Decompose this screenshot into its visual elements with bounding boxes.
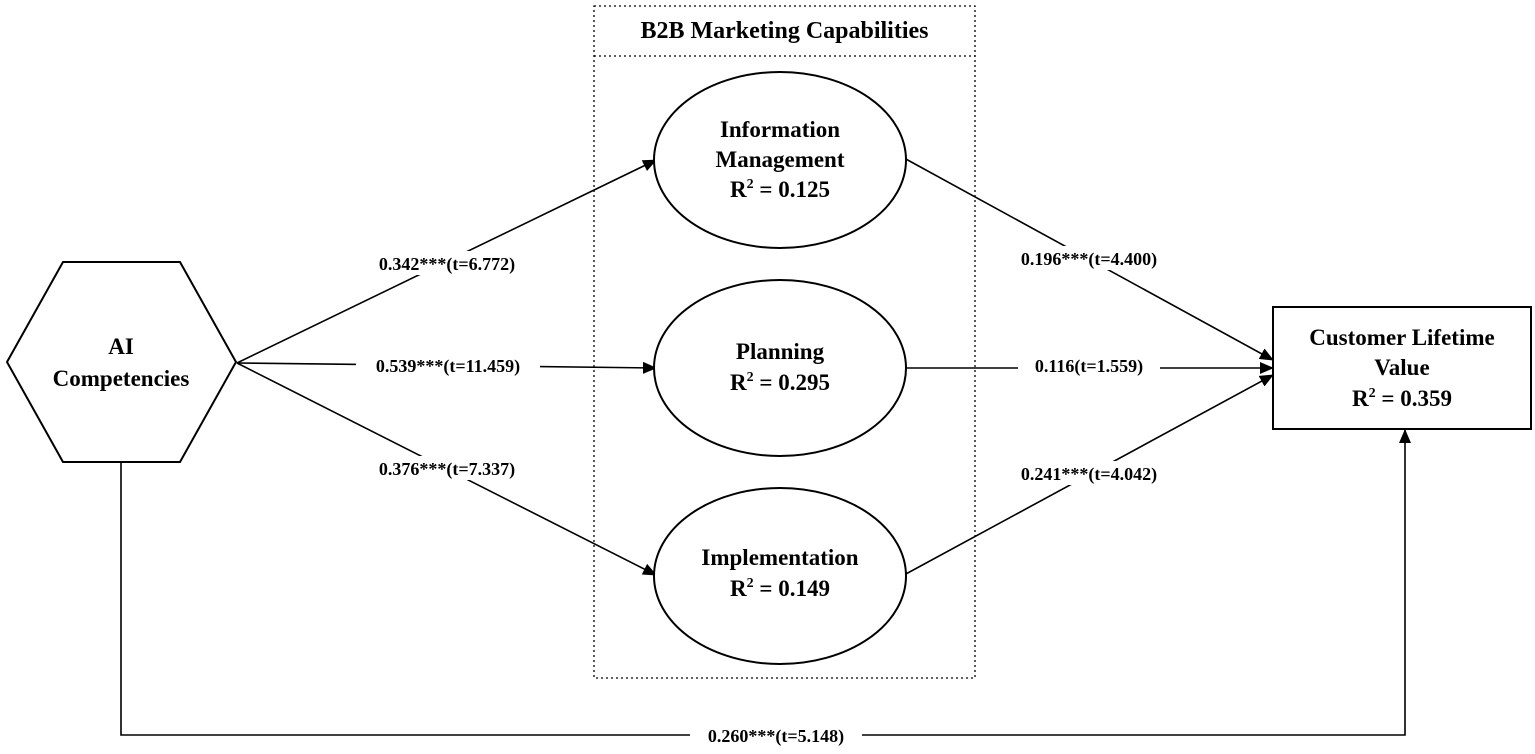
svg-text:0.539***(t=11.459): 0.539***(t=11.459) (376, 356, 520, 377)
svg-text:AI: AI (108, 334, 134, 359)
edge-label-planning-clv: 0.116(t=1.559) (1018, 353, 1160, 377)
svg-text:Information: Information (720, 117, 840, 142)
node-implementation: Implementation R2 = 0.149 (653, 487, 907, 665)
svg-text:R2 = 0.295: R2 = 0.295 (730, 370, 830, 395)
node-customer-lifetime-value: Customer Lifetime Value R2 = 0.359 (1272, 306, 1532, 430)
svg-text:0.116(t=1.559): 0.116(t=1.559) (1035, 356, 1143, 377)
edge-label-ai-planning: 0.539***(t=11.459) (356, 353, 540, 377)
edge-label-implementation-clv: 0.241***(t=4.042) (1004, 461, 1174, 485)
svg-text:0.241***(t=4.042): 0.241***(t=4.042) (1021, 464, 1157, 485)
edge-label-ai-clv: 0.260***(t=5.148) (690, 723, 862, 747)
edge-label-ai-implementation: 0.376***(t=7.337) (362, 456, 532, 480)
svg-text:R2 = 0.149: R2 = 0.149 (730, 576, 830, 601)
svg-text:Value: Value (1374, 355, 1429, 380)
svg-text:Customer Lifetime: Customer Lifetime (1309, 325, 1494, 350)
svg-text:R2 = 0.359: R2 = 0.359 (1352, 386, 1452, 411)
node-information-management: Information Management R2 = 0.125 (653, 71, 907, 249)
svg-text:Competencies: Competencies (53, 366, 190, 391)
svg-text:0.342***(t=6.772): 0.342***(t=6.772) (379, 254, 515, 275)
group-title: B2B Marketing Capabilities (640, 18, 928, 44)
svg-text:R2 = 0.125: R2 = 0.125 (730, 177, 830, 202)
svg-text:Implementation: Implementation (701, 545, 858, 570)
node-planning: Planning R2 = 0.295 (653, 279, 907, 457)
edge-label-info-clv: 0.196***(t=4.400) (1004, 246, 1174, 270)
group-box (593, 5, 976, 679)
svg-text:0.376***(t=7.337): 0.376***(t=7.337) (379, 459, 515, 480)
node-ai-competencies: AI Competencies (5, 261, 238, 463)
svg-text:Management: Management (715, 147, 844, 172)
svg-text:0.196***(t=4.400): 0.196***(t=4.400) (1021, 249, 1157, 270)
svg-text:0.260***(t=5.148): 0.260***(t=5.148) (708, 726, 844, 747)
edge-label-ai-info: 0.342***(t=6.772) (362, 251, 532, 275)
svg-text:Planning: Planning (736, 339, 825, 364)
